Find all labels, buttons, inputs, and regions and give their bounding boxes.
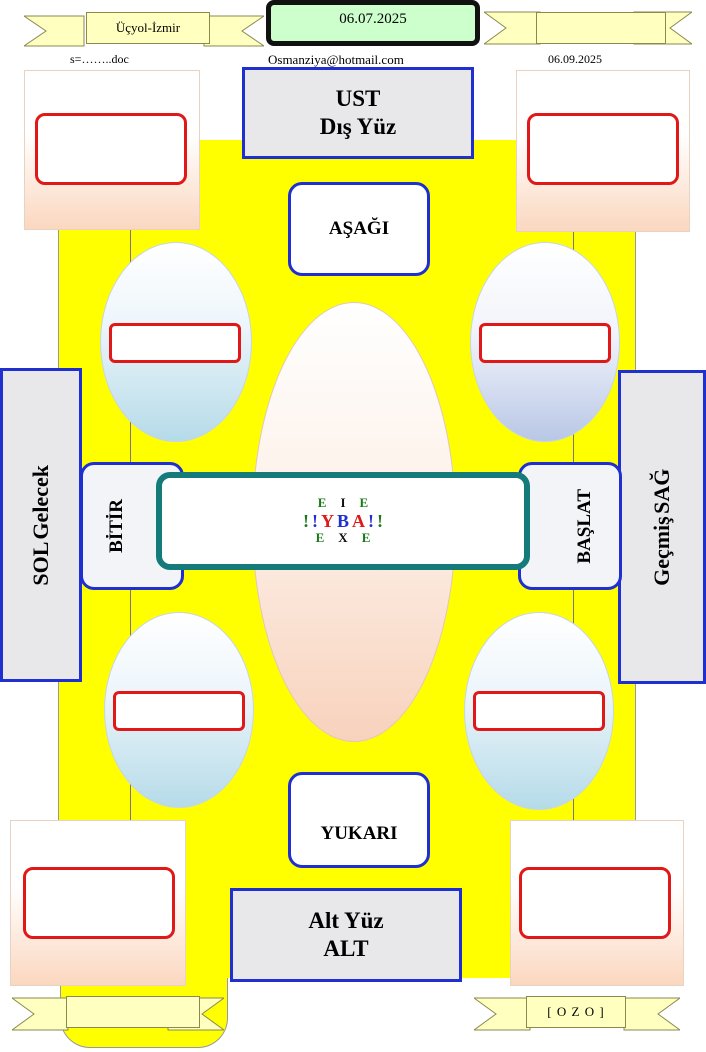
up-box[interactable]: YUKARI [288, 772, 430, 868]
left-side-box: SOL Gelecek [0, 368, 82, 682]
corner-card-top-left [24, 70, 200, 230]
bottom-row-mid: X [338, 530, 348, 546]
file-name: s=……..doc [70, 52, 129, 66]
top-row-mid: I [340, 494, 346, 510]
right-side-box: Geçmiş SAĞ [618, 370, 706, 684]
mid-char-4: B [336, 510, 349, 531]
center-panel: E I E ! ! Y B A ! ! E X E [156, 472, 530, 570]
oval-bottom-left-field[interactable] [113, 691, 245, 731]
down-box[interactable]: AŞAĞI [288, 182, 430, 276]
bottom-face-line2: ALT [323, 936, 369, 961]
center-top-row: E I E [317, 494, 369, 511]
oval-top-right [470, 242, 620, 442]
bottom-row-left: E [315, 530, 325, 546]
top-face-line1: UST [335, 86, 381, 112]
bottom-face-line1: Alt Yüz [308, 908, 384, 934]
footer-left-tag [66, 996, 200, 1028]
ribbon-left-banner [24, 15, 264, 47]
start-tab[interactable]: BAŞLAT [518, 462, 622, 590]
location-label: Üçyol-İzmir [86, 12, 210, 44]
center-bottom-row: E X E [315, 530, 371, 546]
top-row-right: E [359, 494, 369, 510]
mid-char-2: ! [311, 510, 318, 531]
mid-char-5: A [352, 510, 365, 531]
oval-top-left [100, 242, 252, 442]
right-side-line2: SAĞ [649, 468, 675, 514]
right-date: 06.09.2025 [548, 52, 602, 66]
main-date: 06.07.2025 [266, 0, 480, 46]
top-face-box: UST Dış Yüz [242, 67, 474, 159]
oval-bottom-right-field[interactable] [473, 691, 605, 731]
top-row-left: E [317, 494, 327, 510]
footer-ribbon-right [474, 997, 680, 1031]
top-face-line2: Dış Yüz [319, 114, 397, 139]
mid-char-7: ! [377, 510, 383, 531]
bottom-row-right: E [361, 530, 371, 546]
oval-bottom-left [104, 612, 254, 808]
oval-bottom-right [464, 612, 614, 810]
oval-top-left-field[interactable] [109, 323, 241, 363]
center-middle-row: ! ! Y B A ! ! [303, 511, 383, 532]
oval-top-right-field[interactable] [479, 323, 611, 363]
corner-card-bottom-left [10, 820, 186, 986]
corner-card-top-right [516, 70, 690, 232]
right-side-line1: Geçmiş [649, 515, 675, 586]
footer-code: [ O Z O ] [526, 996, 626, 1028]
corner-card-bottom-right-field[interactable] [519, 867, 671, 939]
email: Osmanziya@hotmail.com [268, 52, 404, 67]
left-side-line2: Gelecek [28, 464, 54, 540]
mid-char-3: Y [320, 510, 334, 531]
corner-card-bottom-right [510, 820, 684, 986]
corner-card-top-left-field[interactable] [35, 113, 187, 185]
mid-char-1: ! [302, 510, 309, 531]
bottom-face-box: Alt Yüz ALT [230, 888, 462, 982]
corner-card-bottom-left-field[interactable] [23, 867, 175, 939]
right-ribbon-tag [536, 12, 666, 44]
mid-char-6: ! [368, 510, 374, 531]
corner-card-top-right-field[interactable] [527, 113, 679, 185]
left-side-line1: SOL [28, 541, 54, 586]
